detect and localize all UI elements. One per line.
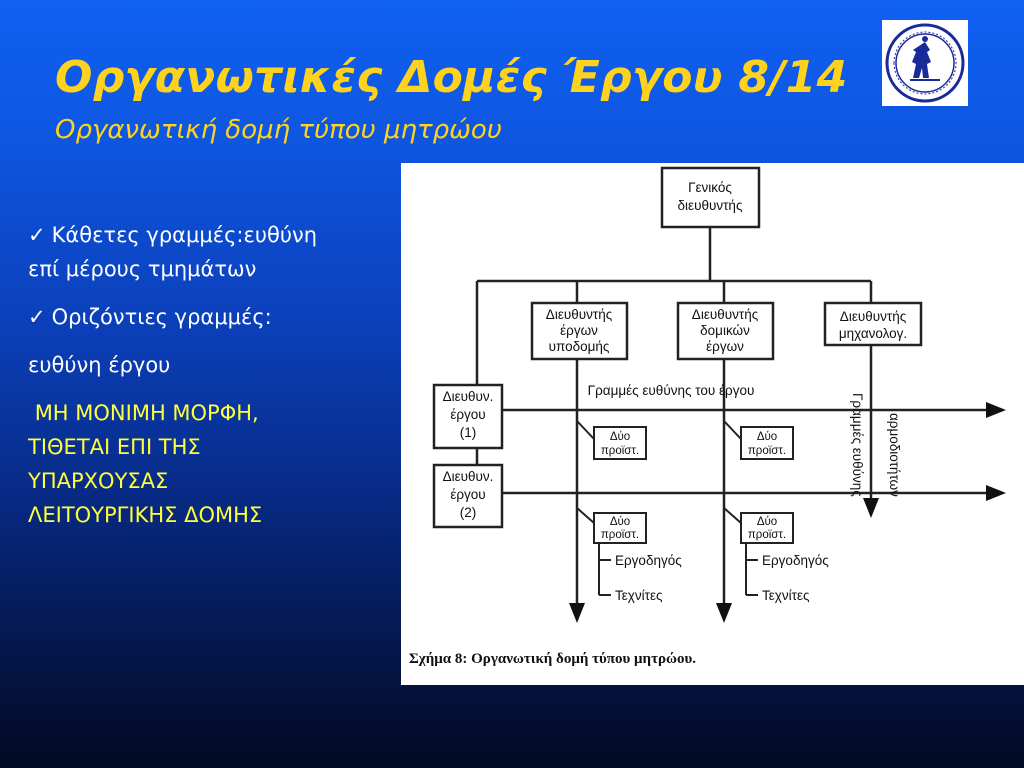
check-icon: ✓ [28,223,46,247]
svg-text:Διευθυντής: Διευθυντής [546,307,613,322]
svg-text:έργου: έργου [450,407,485,422]
foreman-label-1: Εργοδηγός [615,553,682,568]
svg-text:Δύο: Δύο [610,516,630,528]
svg-text:Διευθυντής: Διευθυντής [692,307,759,322]
svg-text:(1): (1) [460,425,477,440]
figure-caption: Σχήμα 8: Οργανωτική δομή τύπου μητρώου. [409,651,696,667]
technicians-label-1: Τεχνίτες [615,588,663,603]
svg-text:Γενικός: Γενικός [688,180,732,195]
svg-text:διευθυντής: διευθυντής [678,198,743,213]
svg-text:μηχανολογ.: μηχανολογ. [839,326,907,341]
box-project-manager-1 [432,383,504,450]
svg-text:Δύο: Δύο [757,431,777,443]
svg-text:έργων: έργων [706,339,744,354]
matrix-org-diagram: Γενικός διευθυντής Διευθυντής έργων υποδ… [401,163,1024,685]
vertical-label-duties: αρμοδιοτήτων [887,413,902,497]
svg-text:(2): (2) [460,505,477,520]
bullet-horizontal-lines-cont: ευθύνη έργου [28,353,171,377]
svg-text:Διευθυντής: Διευθυντής [840,309,907,324]
box-general-director [660,166,761,229]
box-supervisors-2a [593,512,647,544]
technicians-label-2: Τεχνίτες [762,588,810,603]
svg-text:Δύο: Δύο [757,516,777,528]
box-building-director [676,301,775,361]
foreman-label-2: Εργοδηγός [762,553,829,568]
svg-text:Διευθυν.: Διευθυν. [443,469,494,484]
box-supervisors-1b [740,426,794,460]
svg-text:προϊστ.: προϊστ. [748,445,786,457]
svg-text:προϊστ.: προϊστ. [601,529,639,541]
box-supervisors-1a [593,426,647,460]
box-project-manager-2 [432,463,504,529]
university-seal-icon [882,20,968,106]
box-mechanical-director [823,301,923,347]
bullet-horizontal-lines: ✓Οριζόντιες γραμμές: [28,305,272,329]
svg-text:έργων: έργων [560,323,598,338]
project-lines-label: Γραμμές ευθύνης του έργου [588,383,755,398]
slide-subtitle: Οργανωτική δομή τύπου μητρώου [55,115,502,145]
svg-text:Διευθυν.: Διευθυν. [443,389,494,404]
box-supervisors-2b [740,512,794,544]
slide-title: Οργανωτικές Δομές Έργου 8/14 [55,52,848,103]
svg-text:έργου: έργου [450,487,485,502]
svg-text:δομικών: δομικών [700,323,750,338]
svg-text:προϊστ.: προϊστ. [601,445,639,457]
svg-text:προϊστ.: προϊστ. [748,529,786,541]
svg-text:Δύο: Δύο [610,431,630,443]
box-infrastructure-director [530,301,629,361]
svg-text:υποδομής: υποδομής [549,339,610,354]
vertical-label-responsibility: Γραμμές ευθύνης [850,393,865,497]
check-icon: ✓ [28,305,46,329]
